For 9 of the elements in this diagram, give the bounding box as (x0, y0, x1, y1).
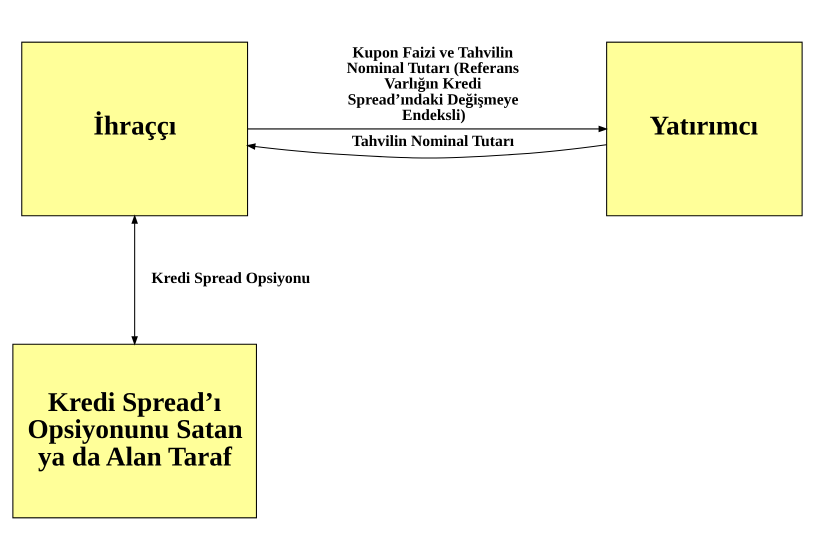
edge-label: Kredi Spread Opsiyonu (151, 270, 310, 287)
arrow (131, 214, 138, 346)
arrow (248, 125, 608, 132)
node-box: Yatırımcı (606, 41, 803, 216)
arrow (246, 142, 606, 158)
node-box: İhraççı (21, 41, 248, 216)
edge-label: Kupon Faizi ve Tahvilin Nominal Tutarı (Referans Varlığın Kredi Spread’ındaki Değişmeye Endeksli) (346, 44, 519, 124)
edge-label: Tahvilin Nominal Tutarı (352, 132, 514, 150)
node-box: Kredi Spread’ı Opsiyonunu Satan ya da Alan Taraf (12, 343, 257, 518)
